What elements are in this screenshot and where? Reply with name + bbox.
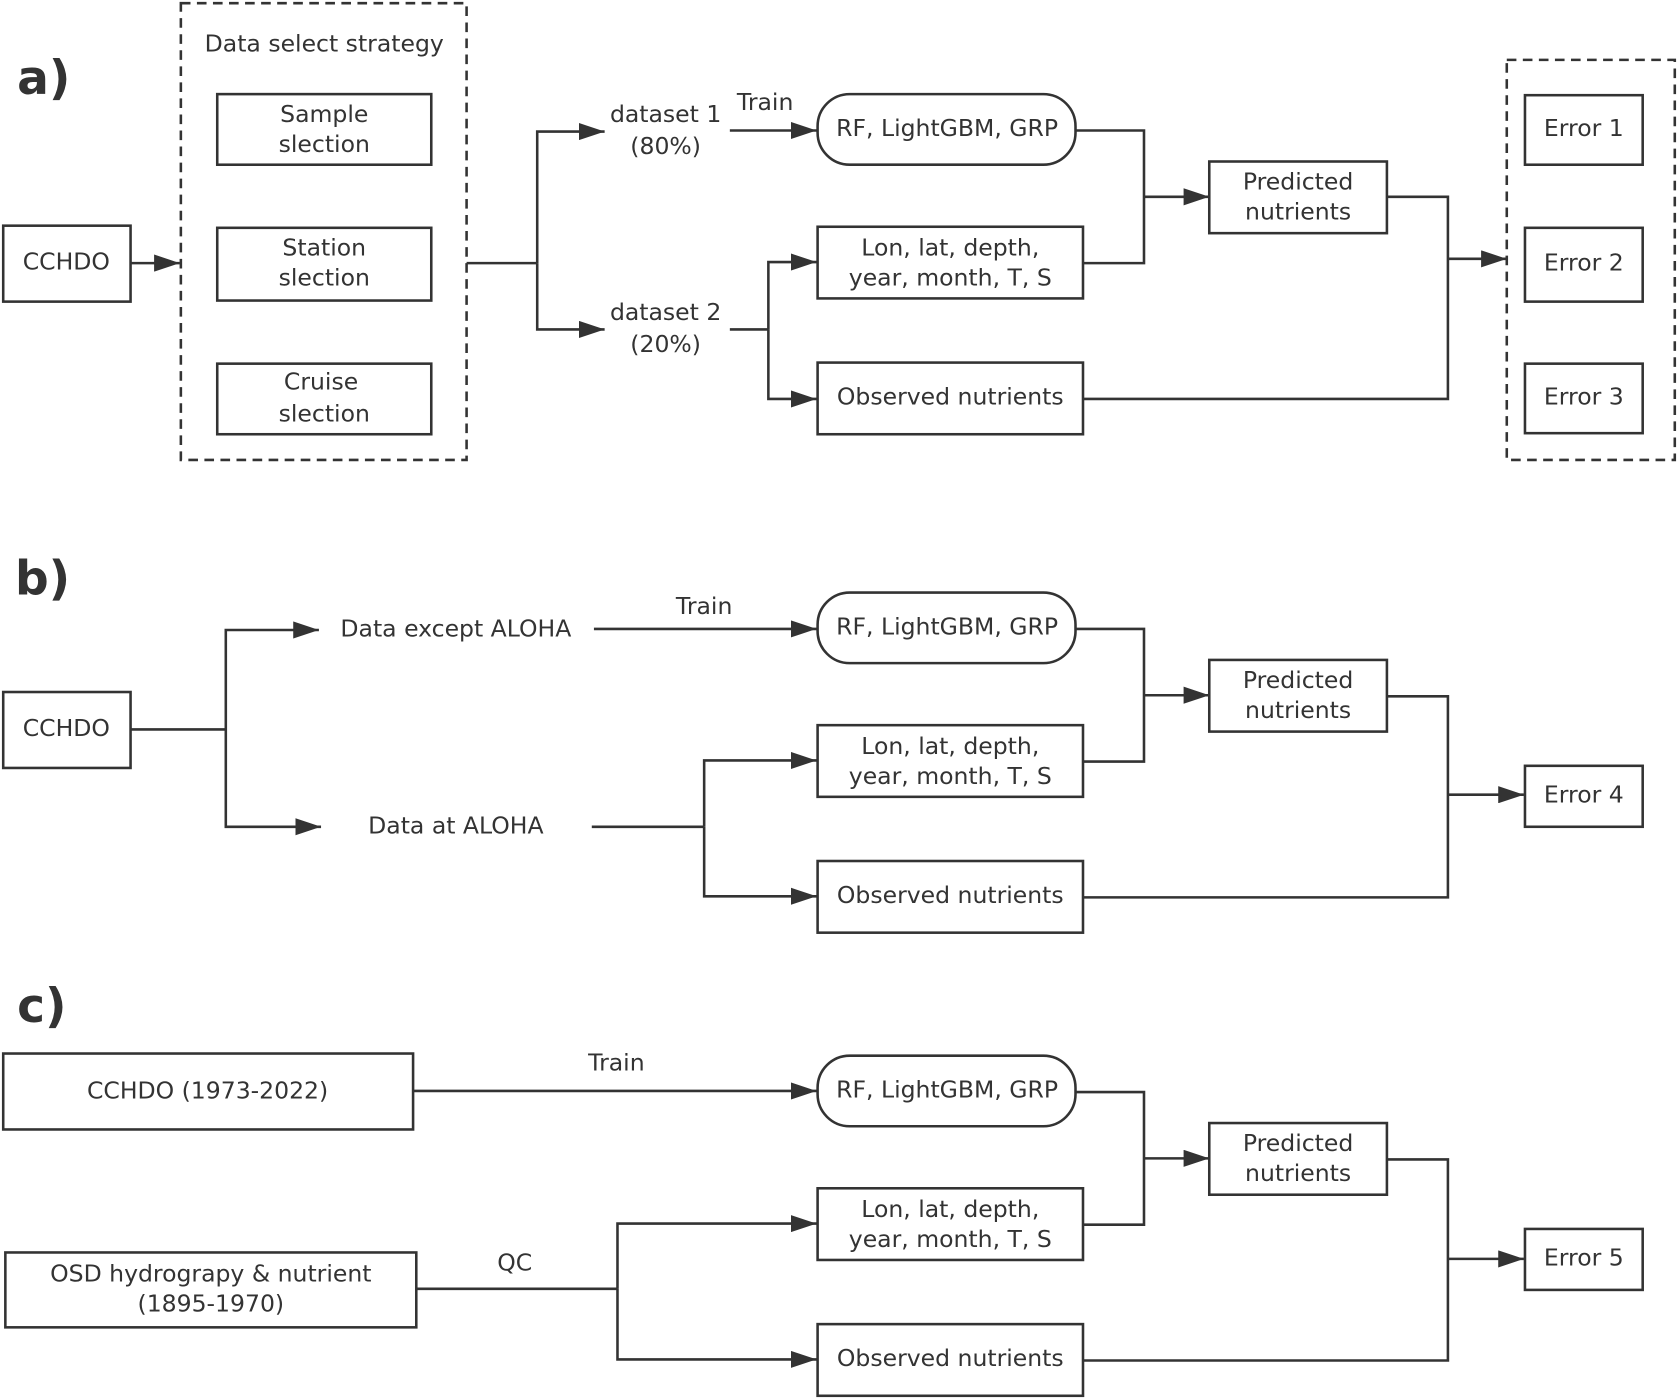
- models-label-a: RF, LightGBM, GRP: [836, 114, 1058, 142]
- panel-label-a: a): [17, 51, 70, 106]
- panel-c: c) CCHDO (1973-2022) Train RF, LightGBM,…: [1, 979, 1644, 1398]
- data-except-aloha-label: Data except ALOHA: [340, 614, 571, 642]
- station-selection-line2: slection: [279, 264, 370, 292]
- dataset1-name: dataset 1: [610, 100, 721, 128]
- panel-label-c: c): [17, 979, 66, 1034]
- arrow-to-at-aloha: [224, 729, 322, 836]
- arrow-to-except-aloha: [224, 621, 319, 730]
- predicted-line1-b: Predicted: [1243, 666, 1353, 694]
- panel-a: a) CCHDO Data select strategy Sample sle…: [1, 1, 1677, 462]
- features-box-a: Lon, lat, depth, year, month, T, S: [816, 225, 1085, 300]
- strategy-title: Data select strategy: [205, 29, 444, 57]
- osd-source-line1: OSD hydrograpy & nutrient: [50, 1259, 371, 1287]
- features-box-b: Lon, lat, depth, year, month, T, S: [816, 723, 1085, 799]
- cchdo-train-source-label: CCHDO (1973-2022): [87, 1077, 328, 1105]
- error4-label: Error 4: [1544, 780, 1624, 808]
- observed-box-a: Observed nutrients: [816, 361, 1085, 436]
- error3-box: Error 3: [1523, 362, 1644, 435]
- predicted-box-b: Predicted nutrients: [1207, 658, 1389, 733]
- predicted-line2-a: nutrients: [1245, 197, 1351, 225]
- error2-box: Error 2: [1523, 226, 1644, 303]
- models-box-a: RF, LightGBM, GRP: [816, 92, 1077, 166]
- connector-merge-c: [1075, 1090, 1146, 1226]
- osd-source-box: OSD hydrograpy & nutrient (1895-1970): [4, 1251, 418, 1329]
- osd-source-line2: (1895-1970): [138, 1289, 285, 1317]
- predicted-line2-b: nutrients: [1245, 696, 1351, 724]
- error4-box: Error 4: [1523, 764, 1644, 829]
- error2-label: Error 2: [1544, 249, 1624, 277]
- arrow-to-observed-c: [616, 1288, 817, 1368]
- predicted-line1-c: Predicted: [1243, 1129, 1353, 1157]
- predicted-box-a: Predicted nutrients: [1207, 160, 1389, 235]
- connector-error-b: [1082, 695, 1450, 899]
- connector-merge-a: [1075, 129, 1146, 265]
- predicted-line2-c: nutrients: [1245, 1159, 1351, 1187]
- models-box-c: RF, LightGBM, GRP: [816, 1054, 1077, 1128]
- sample-selection-line1: Sample: [280, 100, 368, 128]
- station-selection-line1: Station: [282, 234, 366, 262]
- models-box-b: RF, LightGBM, GRP: [816, 591, 1077, 665]
- features-line2-b: year, month, T, S: [849, 762, 1052, 790]
- cruise-selection-line2: slection: [279, 399, 370, 427]
- error5-box: Error 5: [1523, 1227, 1644, 1292]
- cchdo-train-source-box: CCHDO (1973-2022): [1, 1052, 415, 1131]
- train-label-b: Train: [675, 592, 732, 620]
- dataset2-share: (20%): [630, 330, 701, 358]
- error3-label: Error 3: [1544, 382, 1624, 410]
- observed-label-b: Observed nutrients: [837, 881, 1064, 909]
- train-label-a: Train: [736, 88, 793, 116]
- panel-b: b) CCHDO Data except ALOHA Data at ALOHA…: [1, 551, 1644, 934]
- arrow-to-features-a: [767, 253, 817, 330]
- data-select-strategy-group: Data select strategy Sample slection Sta…: [179, 1, 468, 462]
- features-line1-b: Lon, lat, depth,: [861, 732, 1039, 760]
- predicted-line1-a: Predicted: [1243, 167, 1353, 195]
- arrow-to-dataset1: [535, 123, 605, 264]
- arrow-to-features-c: [616, 1215, 817, 1289]
- station-selection-box: Station slection: [215, 226, 433, 302]
- qc-label: QC: [497, 1249, 532, 1277]
- observed-box-b: Observed nutrients: [816, 859, 1085, 934]
- observed-label-a: Observed nutrients: [837, 382, 1064, 410]
- arrow-to-observed-b: [702, 826, 817, 905]
- predicted-box-c: Predicted nutrients: [1207, 1121, 1389, 1196]
- cruise-selection-line1: Cruise: [284, 367, 358, 395]
- data-at-aloha-label: Data at ALOHA: [368, 811, 543, 839]
- connector-error-a: [1082, 195, 1450, 401]
- models-label-b: RF, LightGBM, GRP: [836, 612, 1058, 640]
- sample-selection-line2: slection: [279, 130, 370, 158]
- connector-merge-b: [1075, 627, 1146, 763]
- arrow-to-dataset2: [535, 263, 605, 338]
- cchdo-box-b: CCHDO: [1, 690, 132, 770]
- models-label-c: RF, LightGBM, GRP: [836, 1075, 1058, 1103]
- cchdo-label-b: CCHDO: [23, 714, 110, 742]
- error5-label: Error 5: [1544, 1243, 1624, 1271]
- error1-box: Error 1: [1523, 93, 1644, 166]
- arrow-to-features-b: [702, 751, 817, 827]
- panel-label-b: b): [15, 551, 70, 606]
- cruise-selection-box: Cruise slection: [215, 362, 433, 436]
- train-label-c: Train: [587, 1049, 644, 1077]
- errors-group-a: Error 1 Error 2 Error 3: [1505, 58, 1677, 462]
- observed-label-c: Observed nutrients: [837, 1344, 1064, 1372]
- cchdo-label: CCHDO: [23, 248, 110, 276]
- error1-label: Error 1: [1544, 114, 1624, 142]
- features-line2-a: year, month, T, S: [849, 264, 1052, 292]
- sample-selection-box: Sample slection: [215, 92, 433, 166]
- dataset2-name: dataset 2: [610, 298, 721, 326]
- features-line1-c: Lon, lat, depth,: [861, 1195, 1039, 1223]
- arrow-to-observed-a: [767, 329, 817, 408]
- features-line1-a: Lon, lat, depth,: [861, 234, 1039, 262]
- features-line2-c: year, month, T, S: [849, 1225, 1052, 1253]
- dataset1-share: (80%): [630, 132, 701, 160]
- features-box-c: Lon, lat, depth, year, month, T, S: [816, 1187, 1085, 1262]
- cchdo-box: CCHDO: [1, 224, 132, 303]
- observed-box-c: Observed nutrients: [816, 1322, 1085, 1398]
